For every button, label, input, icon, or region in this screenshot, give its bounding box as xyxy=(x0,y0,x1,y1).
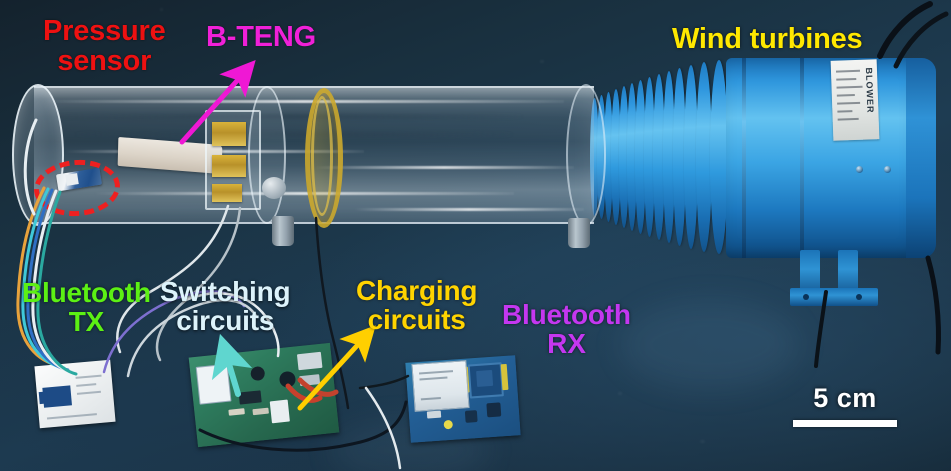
annotation-pressure-sensor: Pressure sensor xyxy=(43,15,166,78)
switch-terminal-block xyxy=(269,399,290,424)
blower-housing xyxy=(726,58,926,258)
background-speckle xyxy=(700,440,705,443)
teng-electrode xyxy=(212,184,242,202)
blower-seam xyxy=(800,58,804,258)
tube-highlight xyxy=(354,208,584,211)
bellows-duct xyxy=(590,60,738,254)
switch-resistor xyxy=(228,408,245,416)
tube-joint-ring xyxy=(248,86,286,224)
scale-bar-label: 5 cm xyxy=(813,383,877,413)
label-print-line xyxy=(835,69,861,73)
tube-highlight xyxy=(44,100,564,103)
switch-relay xyxy=(195,363,232,405)
switching-circuit-board xyxy=(188,342,340,448)
annotation-charging-circuits: Charging circuits xyxy=(356,275,478,336)
charge-led xyxy=(443,419,454,430)
tube-outlet-ring xyxy=(566,84,606,226)
annotation-switching-circuits: Switching circuits xyxy=(160,276,291,337)
background-speckle xyxy=(618,392,622,395)
label-print-line xyxy=(836,85,863,89)
switch-capacitor xyxy=(250,365,266,382)
background-speckle xyxy=(160,8,163,11)
blower-bolt xyxy=(856,166,863,173)
blower-product-label: BLOWER xyxy=(830,59,880,141)
tube-reflection xyxy=(54,114,524,119)
blower-brand-text: BLOWER xyxy=(863,67,876,114)
blower-bolt xyxy=(884,166,891,173)
tube-support-foot xyxy=(568,218,590,248)
switch-capacitor xyxy=(278,370,297,389)
annotation-wind-turbines: Wind turbines xyxy=(672,23,863,55)
teng-spacer-disc xyxy=(262,177,286,199)
charge-resistor xyxy=(426,410,442,419)
charge-button xyxy=(486,402,502,418)
blower-seam xyxy=(742,58,746,258)
blower-mount-foot xyxy=(790,288,878,306)
label-print-line xyxy=(837,117,859,121)
background-speckle xyxy=(540,60,544,63)
annotation-bluetooth-tx: Bluetooth TX xyxy=(22,277,151,338)
scale-bar: 5 cm xyxy=(780,383,910,427)
blower-mount-bracket xyxy=(800,250,820,298)
tx-trace xyxy=(75,374,102,379)
display-text-line xyxy=(419,376,448,380)
label-print-line xyxy=(836,94,855,97)
label-print-line xyxy=(837,110,853,113)
switch-resistor xyxy=(252,407,269,416)
tx-trace xyxy=(46,413,97,420)
tx-trace xyxy=(76,383,97,387)
switch-pad xyxy=(299,374,321,387)
label-print-line xyxy=(836,77,857,81)
switch-ic xyxy=(238,390,262,405)
tube-highlight xyxy=(94,192,514,195)
stray-white-wire xyxy=(364,386,402,470)
charge-pad xyxy=(500,363,509,391)
copper-coil-inner-ring xyxy=(311,96,333,216)
blower-power-cable xyxy=(877,1,933,59)
tx-trace xyxy=(76,390,101,395)
bluetooth-tx-board xyxy=(34,359,116,429)
charge-button xyxy=(464,410,478,423)
bracket-hole xyxy=(803,294,809,300)
annotation-b-teng: B-TENG xyxy=(206,21,316,53)
charge-input-wire xyxy=(358,374,410,390)
teng-electrode xyxy=(212,155,246,177)
tx-connector xyxy=(38,391,48,405)
tube-highlight xyxy=(314,166,574,169)
switch-pad xyxy=(296,351,323,371)
charge-module-chip xyxy=(476,369,494,387)
background-smudge xyxy=(620,300,800,390)
display-text-line xyxy=(420,397,441,400)
tube-reflection xyxy=(74,132,514,137)
blower-side-cable xyxy=(925,255,941,355)
bracket-hole xyxy=(856,294,862,300)
scale-bar-line xyxy=(793,420,897,427)
label-print-line xyxy=(837,101,861,105)
blower-end-cap xyxy=(906,58,936,258)
annotation-bluetooth-rx: Bluetooth RX xyxy=(502,299,631,360)
blower-mount-bracket xyxy=(838,250,858,298)
teng-electrode xyxy=(212,122,246,146)
tube-support-foot xyxy=(272,216,294,246)
charging-circuit-display xyxy=(411,360,470,412)
display-text-line xyxy=(419,370,454,374)
